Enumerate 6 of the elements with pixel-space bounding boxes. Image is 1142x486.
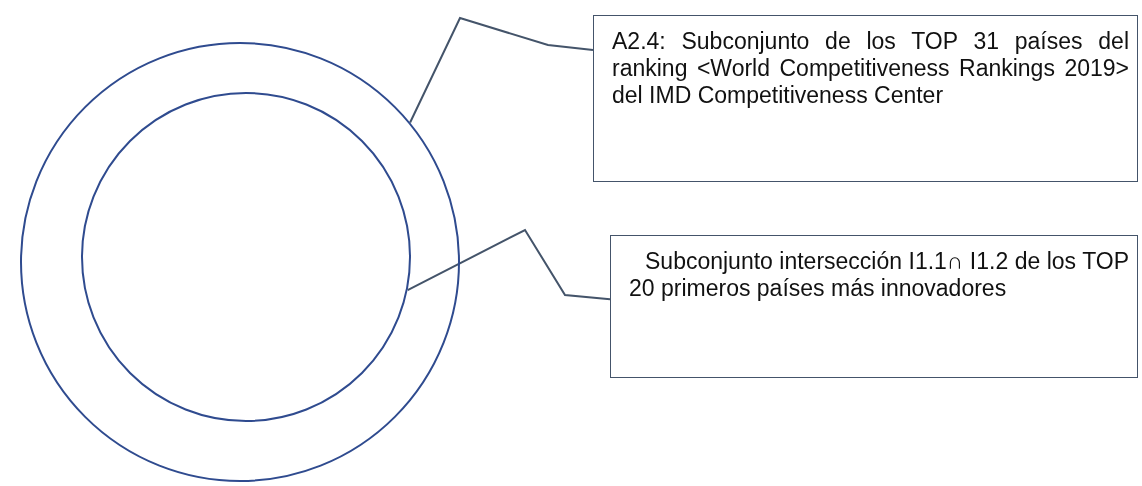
callout-text-box: A2.4: Subconjunto de los TOP 31 países del ranking <World Competitiveness Rankings 2019> del IMD Competitiveness Center xyxy=(593,15,1138,182)
inner-set-circle xyxy=(81,92,411,422)
leader-line xyxy=(409,16,594,124)
outer-set-circle xyxy=(20,42,460,482)
leader-line xyxy=(406,228,611,301)
callout-text-box: Subconjunto intersección I1.1∩ I1.2 de los TOP 20 primeros países más innovadores xyxy=(610,235,1138,378)
